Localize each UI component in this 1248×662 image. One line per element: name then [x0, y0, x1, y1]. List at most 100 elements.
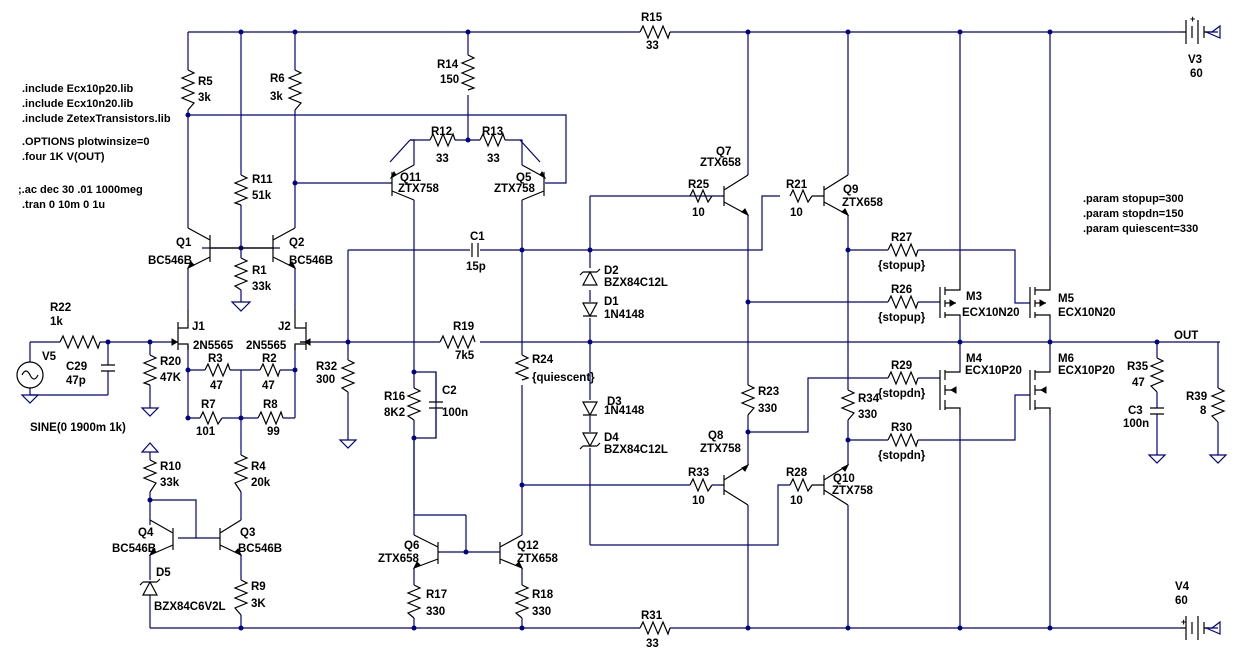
label-q8-name: Q8	[708, 430, 724, 442]
label-r14-value: 150	[440, 74, 459, 86]
label-m3-name: M3	[966, 291, 982, 303]
resistor-r16	[406, 387, 422, 421]
label-d4-name: D4	[604, 432, 619, 444]
resistor-r12	[429, 132, 456, 148]
capacitor-c29	[101, 364, 115, 385]
resistor-r33	[689, 477, 713, 493]
resistor-r19	[439, 334, 476, 350]
param-quiescent: .param quiescent=330	[1083, 223, 1198, 235]
label-r13-value: 33	[487, 153, 500, 165]
wires	[29, 31, 1220, 629]
label-r26-value: {stopup}	[878, 312, 926, 324]
label-r23-name: R23	[758, 386, 779, 398]
label-q11-value: ZTX758	[398, 183, 440, 195]
label-r23-value: 330	[758, 403, 777, 415]
resistor-r25	[689, 188, 713, 204]
label-q6-name: Q6	[404, 540, 419, 552]
label-r7-name: R7	[201, 399, 216, 411]
label-q5-value: ZTX758	[494, 183, 536, 195]
label-r5-value: 3k	[198, 92, 211, 104]
label-r28-value: 10	[790, 495, 803, 507]
resistor-r22	[59, 334, 101, 350]
zener-d5	[139, 578, 161, 605]
resistor-r26	[887, 294, 919, 310]
resistor-r17	[406, 584, 422, 619]
bjt-q8	[722, 463, 750, 506]
label-r19-name: R19	[453, 321, 474, 333]
label-r35-name: R35	[1127, 361, 1149, 373]
label-m4-value: ECX10P20	[965, 365, 1022, 377]
label-r11-name: R11	[252, 174, 273, 186]
label-r4-name: R4	[251, 461, 266, 473]
label-r39-value: 8	[1200, 405, 1207, 417]
label-m4-name: M4	[966, 353, 983, 365]
battery-v4-plus: +	[1181, 617, 1186, 627]
resistor-r39	[1210, 387, 1226, 423]
label-v5-name: V5	[42, 351, 57, 363]
mosfet-m6	[1029, 370, 1051, 415]
label-r34-name: R34	[858, 393, 880, 405]
label-r30-value: {stopdn}	[878, 450, 926, 462]
label-q2-name: Q2	[289, 237, 304, 249]
label-r31-value: 33	[646, 638, 659, 650]
param-stopup: .param stopup=300	[1083, 193, 1184, 205]
resistor-r14	[460, 54, 476, 91]
directive-include-n: .include Ecx10n20.lib	[22, 98, 134, 110]
bjt-q10	[812, 463, 850, 506]
ground-symbols	[20, 301, 1228, 464]
resistor-r11	[233, 174, 249, 206]
label-r14-name: R14	[437, 59, 459, 71]
label-m6-value: ECX10P20	[1058, 365, 1115, 377]
bjt-q5	[520, 139, 547, 201]
diode-d3	[581, 401, 599, 417]
label-r4-value: 20k	[251, 477, 271, 489]
label-c29-name: C29	[66, 361, 87, 373]
label-d1-value: 1N4148	[604, 309, 645, 321]
label-r21-value: 10	[790, 207, 803, 219]
resistor-r3	[204, 362, 231, 378]
label-r27-value: {stopup}	[878, 260, 926, 272]
resistor-r23	[740, 384, 756, 416]
label-r33-value: 10	[692, 495, 705, 507]
label-m5-name: M5	[1058, 293, 1075, 305]
resistor-r7	[199, 410, 223, 426]
directive-tran: .tran 0 10m 0 1u	[22, 199, 105, 211]
label-r12-value: 33	[436, 153, 449, 165]
param-stopdn: .param stopdn=150	[1083, 208, 1184, 220]
label-c1-value: 15p	[466, 261, 486, 273]
resistor-r10	[142, 459, 158, 493]
resistor-r18	[514, 584, 530, 619]
label-r11-value: 51k	[252, 190, 272, 202]
label-q6-value: ZTX658	[378, 553, 420, 565]
label-r24-name: R24	[532, 354, 554, 366]
label-r31-name: R31	[641, 610, 663, 622]
label-r10-value: 33k	[160, 477, 180, 489]
label-r39-name: R39	[1186, 391, 1207, 403]
label-v4-value: 60	[1175, 595, 1188, 607]
label-r2-value: 47	[262, 380, 275, 392]
resistor-r20	[142, 354, 158, 386]
directive-include-zetex: .include ZetexTransistors.lib	[22, 113, 171, 125]
mosfet-m3	[939, 255, 961, 318]
resistor-r34	[840, 389, 856, 421]
resistor-r9	[233, 579, 249, 616]
label-c3-name: C3	[1128, 405, 1143, 417]
label-r27-name: R27	[891, 232, 912, 244]
label-j2-value: 2N5565	[246, 340, 287, 352]
bjt-q3	[219, 519, 243, 557]
sine-source-spec: SINE(0 1900m 1k)	[30, 422, 126, 434]
label-r18-value: 330	[532, 606, 551, 618]
mosfet-m4	[939, 370, 961, 415]
label-r24-value: {quiescent}	[532, 372, 595, 384]
label-r7-value: 101	[196, 426, 216, 438]
label-j1-value: 2N5565	[193, 340, 234, 352]
label-r19-value: 7k5	[455, 350, 475, 362]
resistor-r5	[180, 69, 196, 111]
component-labels: R15 33 R31 33 R14 150 R5 3k R6 3k R11 51…	[30, 12, 1207, 650]
resistor-r2	[259, 362, 281, 378]
label-j2-name: J2	[278, 321, 291, 333]
label-d2-value: BZX84C12L	[604, 277, 668, 289]
label-r22-value: 1k	[50, 316, 63, 328]
label-j1-name: J1	[192, 321, 205, 333]
label-r3-value: 47	[210, 380, 223, 392]
